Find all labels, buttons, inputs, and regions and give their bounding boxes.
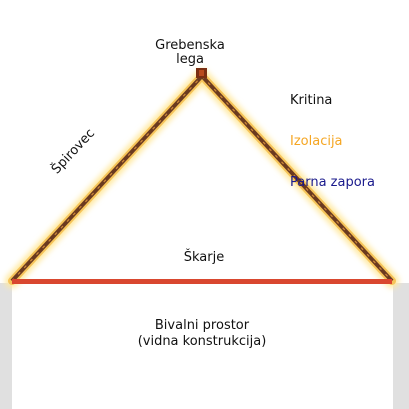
tie-beam-label: Škarje [184,249,224,265]
left-rafter [10,74,204,283]
living-space-label-line1: Bivalni prostor [155,318,250,333]
ridge-label-line2: lega [176,52,204,67]
insulation-label: Izolacija [290,134,343,149]
tie-beam [12,279,392,284]
living-space-label-line2: (vidna konstrukcija) [138,334,267,349]
rafter-label: Špirovec [48,125,98,177]
vapor-barrier-label: Parna zapora [290,175,375,190]
ridge-label-line1: Grebenska [155,38,225,53]
rafter-beams [10,74,394,283]
roofing-label: Kritina [290,93,332,108]
right-wall [393,283,409,409]
left-wall [0,283,12,409]
